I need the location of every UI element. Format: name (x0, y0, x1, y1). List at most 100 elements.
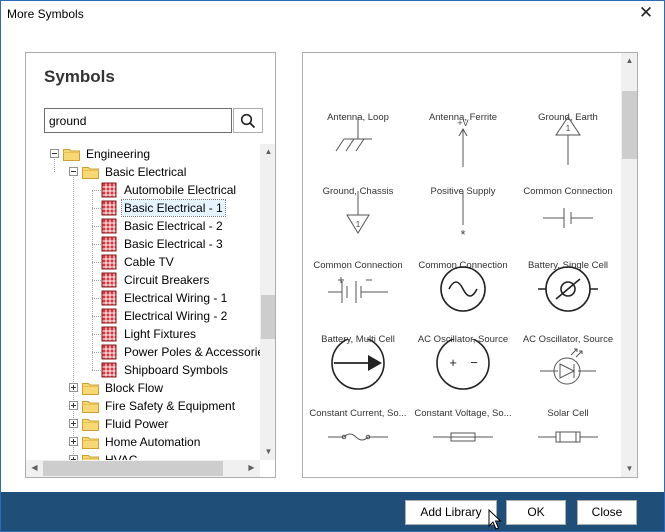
tree-vertical-scrollbar[interactable]: ▲ ▼ (260, 144, 275, 460)
close-icon[interactable]: ✕ (638, 3, 654, 22)
symbol-tile[interactable]: Solar Cell (515, 335, 621, 419)
tree-guide-line (92, 352, 101, 353)
scroll-down-arrow-icon[interactable]: ▼ (264, 447, 273, 456)
scroll-thumb[interactable] (622, 91, 637, 159)
search-icon (240, 113, 256, 128)
expand-plus-icon[interactable] (69, 455, 78, 460)
symbol-library-icon (101, 362, 117, 378)
common-connection-triangle-icon: 1 (555, 117, 581, 165)
folder-icon (82, 435, 99, 449)
common-connection-down-icon: 1 (346, 191, 370, 234)
collapse-minus-icon[interactable] (69, 167, 78, 176)
symbol-library-icon (101, 182, 117, 198)
common-connection-star-icon: * (460, 191, 466, 242)
folder-icon (82, 399, 99, 413)
tree-library-item[interactable]: Electrical Wiring - 1 (26, 289, 260, 307)
tree-library-item[interactable]: Cable TV (26, 253, 260, 271)
tree-item-label: Electrical Wiring - 1 (124, 291, 228, 305)
symbol-tile[interactable]: Battery, Single Cell (515, 187, 621, 271)
tree-guide-line (92, 262, 101, 263)
tree-folder-item[interactable]: Fluid Power (26, 415, 260, 433)
symbol-tile[interactable]: Battery, Multi Cell (305, 261, 411, 345)
tree-library-item[interactable]: Basic Electrical - 3 (26, 235, 260, 253)
expand-plus-icon[interactable] (69, 401, 78, 410)
antenna-loop-icon (328, 53, 388, 97)
svg-text:+V: +V (457, 118, 468, 128)
symbol-tile[interactable]: Antenna, Ferrite (410, 53, 516, 123)
tree-item-label: Circuit Breakers (124, 273, 210, 287)
symbol-label: Common Connection (418, 260, 508, 271)
expand-plus-icon[interactable] (69, 419, 78, 428)
symbol-library-icon (101, 218, 117, 234)
tree-library-item[interactable]: Electrical Wiring - 2 (26, 307, 260, 325)
scroll-thumb-horizontal[interactable] (43, 461, 223, 476)
expand-plus-icon[interactable] (69, 437, 78, 446)
symbol-tile[interactable]: Fuse 2 (410, 409, 516, 477)
symbols-vertical-scrollbar[interactable]: ▲ ▼ (621, 53, 637, 477)
scroll-left-arrow-icon[interactable]: ◀ (31, 463, 38, 472)
scroll-down-arrow-icon[interactable]: ▼ (625, 464, 634, 473)
symbol-tile[interactable]: Antenna, Loop (305, 53, 411, 123)
tree-library-item[interactable]: Light Fixtures (26, 325, 260, 343)
ground-earth-icon (538, 53, 598, 97)
antenna-ferrite-icon (433, 53, 493, 97)
symbol-tile[interactable]: +−Constant Voltage, So... (410, 335, 516, 419)
tree-item-label: Fire Safety & Equipment (105, 399, 236, 413)
scroll-up-arrow-icon[interactable]: ▲ (264, 147, 273, 156)
symbol-tile[interactable]: Ground, Earth (515, 53, 621, 123)
tree-item-label: Shipboard Symbols (124, 363, 229, 377)
tree-folder-item[interactable]: Home Automation (26, 433, 260, 451)
symbol-library-icon (101, 254, 117, 270)
tree-item-label: Block Flow (105, 381, 164, 395)
symbol-tile[interactable]: Constant Current, So... (305, 335, 411, 419)
ac-oscillator-sine-icon (440, 266, 486, 312)
scroll-thumb[interactable] (261, 295, 275, 339)
ok-button[interactable]: OK (506, 500, 566, 525)
tree-folder-item[interactable]: Engineering (26, 145, 260, 163)
ground-chassis-icon (335, 117, 372, 152)
positive-supply-icon: +V (457, 118, 469, 167)
symbol-library-icon (101, 290, 117, 306)
tree-folder-item[interactable]: Fire Safety & Equipment (26, 397, 260, 415)
search-input[interactable] (44, 108, 232, 133)
expand-plus-icon[interactable] (69, 383, 78, 392)
close-button[interactable]: Close (577, 500, 637, 525)
symbol-tile[interactable]: Fuse 3 (515, 409, 621, 477)
tree-library-item[interactable]: Circuit Breakers (26, 271, 260, 289)
ac-oscillator-line-icon (538, 266, 598, 312)
add-library-button[interactable]: Add Library (405, 500, 497, 525)
scroll-up-arrow-icon[interactable]: ▲ (625, 56, 634, 65)
tree-folder-item[interactable]: Block Flow (26, 379, 260, 397)
scroll-right-arrow-icon[interactable]: ▶ (248, 463, 255, 472)
symbol-tile[interactable]: * Common Connection (410, 187, 516, 271)
symbol-label: AC Oscillator, Source (522, 334, 614, 345)
collapse-minus-icon[interactable] (50, 149, 59, 158)
symbol-tile[interactable]: AC Oscillator, Source (410, 261, 516, 345)
tree-library-item[interactable]: Basic Electrical - 2 (26, 217, 260, 235)
folder-icon (63, 147, 80, 161)
search-button[interactable] (233, 108, 263, 133)
tree-library-item[interactable]: Power Poles & Accessorie (26, 343, 260, 361)
tree-folder-item[interactable]: HVAC (26, 451, 260, 460)
symbol-library-icon (101, 344, 117, 360)
folder-icon (82, 381, 99, 395)
symbol-tile[interactable]: Fuse 1 (305, 409, 411, 477)
tree-guide-line (92, 298, 101, 299)
tree-guide-line (73, 172, 74, 460)
tree-item-label: Basic Electrical - 3 (124, 237, 223, 251)
tree-horizontal-scrollbar[interactable]: ◀ ▶ (26, 460, 260, 477)
tree-folder-item[interactable]: Basic Electrical (26, 163, 260, 181)
tree-item-label: HVAC (105, 453, 138, 460)
symbol-library-icon (101, 308, 117, 324)
tree-library-item[interactable]: Basic Electrical - 1 (26, 199, 260, 217)
symbol-tile[interactable]: AC Oscillator, Source (515, 261, 621, 345)
tree-library-item[interactable]: Shipboard Symbols (26, 361, 260, 379)
folder-icon (82, 417, 99, 431)
symbol-tile[interactable]: Ground, Chassis (305, 113, 411, 197)
tree-library-item[interactable]: Automobile Electrical (26, 181, 260, 199)
